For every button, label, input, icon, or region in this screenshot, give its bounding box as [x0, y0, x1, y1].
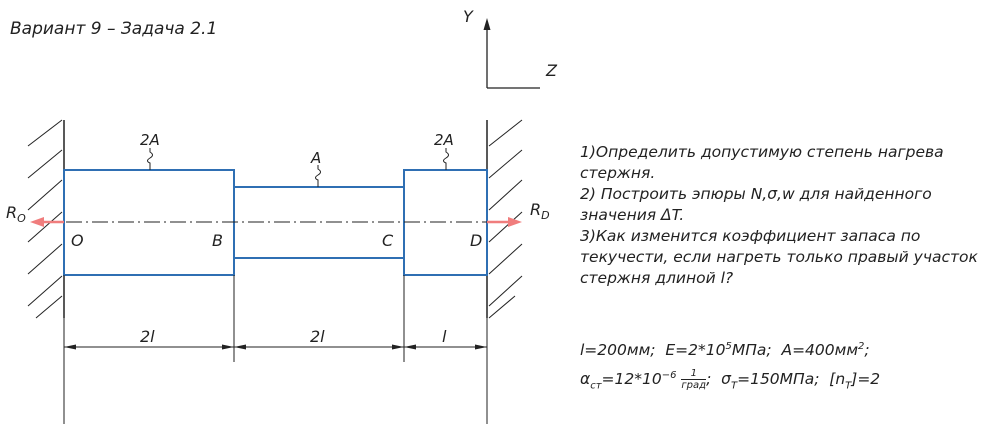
reaction-right-label: RD	[530, 200, 550, 222]
task-item-1: 1)Определить допустимую степень нагрева …	[580, 143, 944, 182]
problem-title: Вариант 9 – Задача 2.1	[10, 19, 217, 39]
axis-z-label: Z	[545, 61, 558, 80]
area-leader-right	[443, 148, 449, 170]
right-wall	[486, 119, 523, 319]
dimension-label-3: l	[442, 327, 447, 346]
dimension-label-1: 2l	[140, 327, 155, 346]
point-o-label: O	[71, 231, 84, 250]
reaction-arrow-left	[30, 217, 64, 227]
segment-left	[63, 169, 235, 276]
parameters-block: l=200мм; E=2*105МПа; A=400мм2; αст=12*10…	[580, 334, 995, 399]
task-item-3: 3)Как изменится коэффициент запаса по те…	[580, 227, 978, 287]
reaction-arrow-right	[487, 217, 522, 227]
task-item-2: 2) Построить эпюры N,σ,w для найденного …	[580, 185, 932, 224]
segment-middle	[233, 186, 405, 259]
params-line-1: l=200мм; E=2*105МПа; A=400мм2;	[580, 341, 870, 360]
area-leader-middle	[315, 165, 321, 187]
fraction: 1 град	[681, 368, 707, 392]
reaction-left-label: RO	[6, 203, 26, 225]
area-label-middle: A	[310, 149, 321, 167]
dimension-extension-lines	[63, 275, 488, 424]
area-leader-left	[147, 148, 153, 170]
point-b-label: B	[212, 231, 223, 250]
axis-y-label: Y	[463, 7, 474, 26]
params-line-2: αст=12*10−6 1 град ; σT=150МПа; [nT]=2	[580, 368, 881, 392]
left-wall	[27, 119, 65, 319]
point-d-label: D	[470, 231, 482, 250]
task-list: 1)Определить допустимую степень нагрева …	[580, 142, 992, 289]
axis-system: Y Z	[463, 7, 558, 89]
dimension-label-2: 2l	[310, 327, 325, 346]
point-c-label: C	[382, 231, 394, 250]
segment-right	[403, 169, 488, 276]
area-label-right: 2A	[434, 131, 454, 149]
area-label-left: 2A	[140, 131, 160, 149]
